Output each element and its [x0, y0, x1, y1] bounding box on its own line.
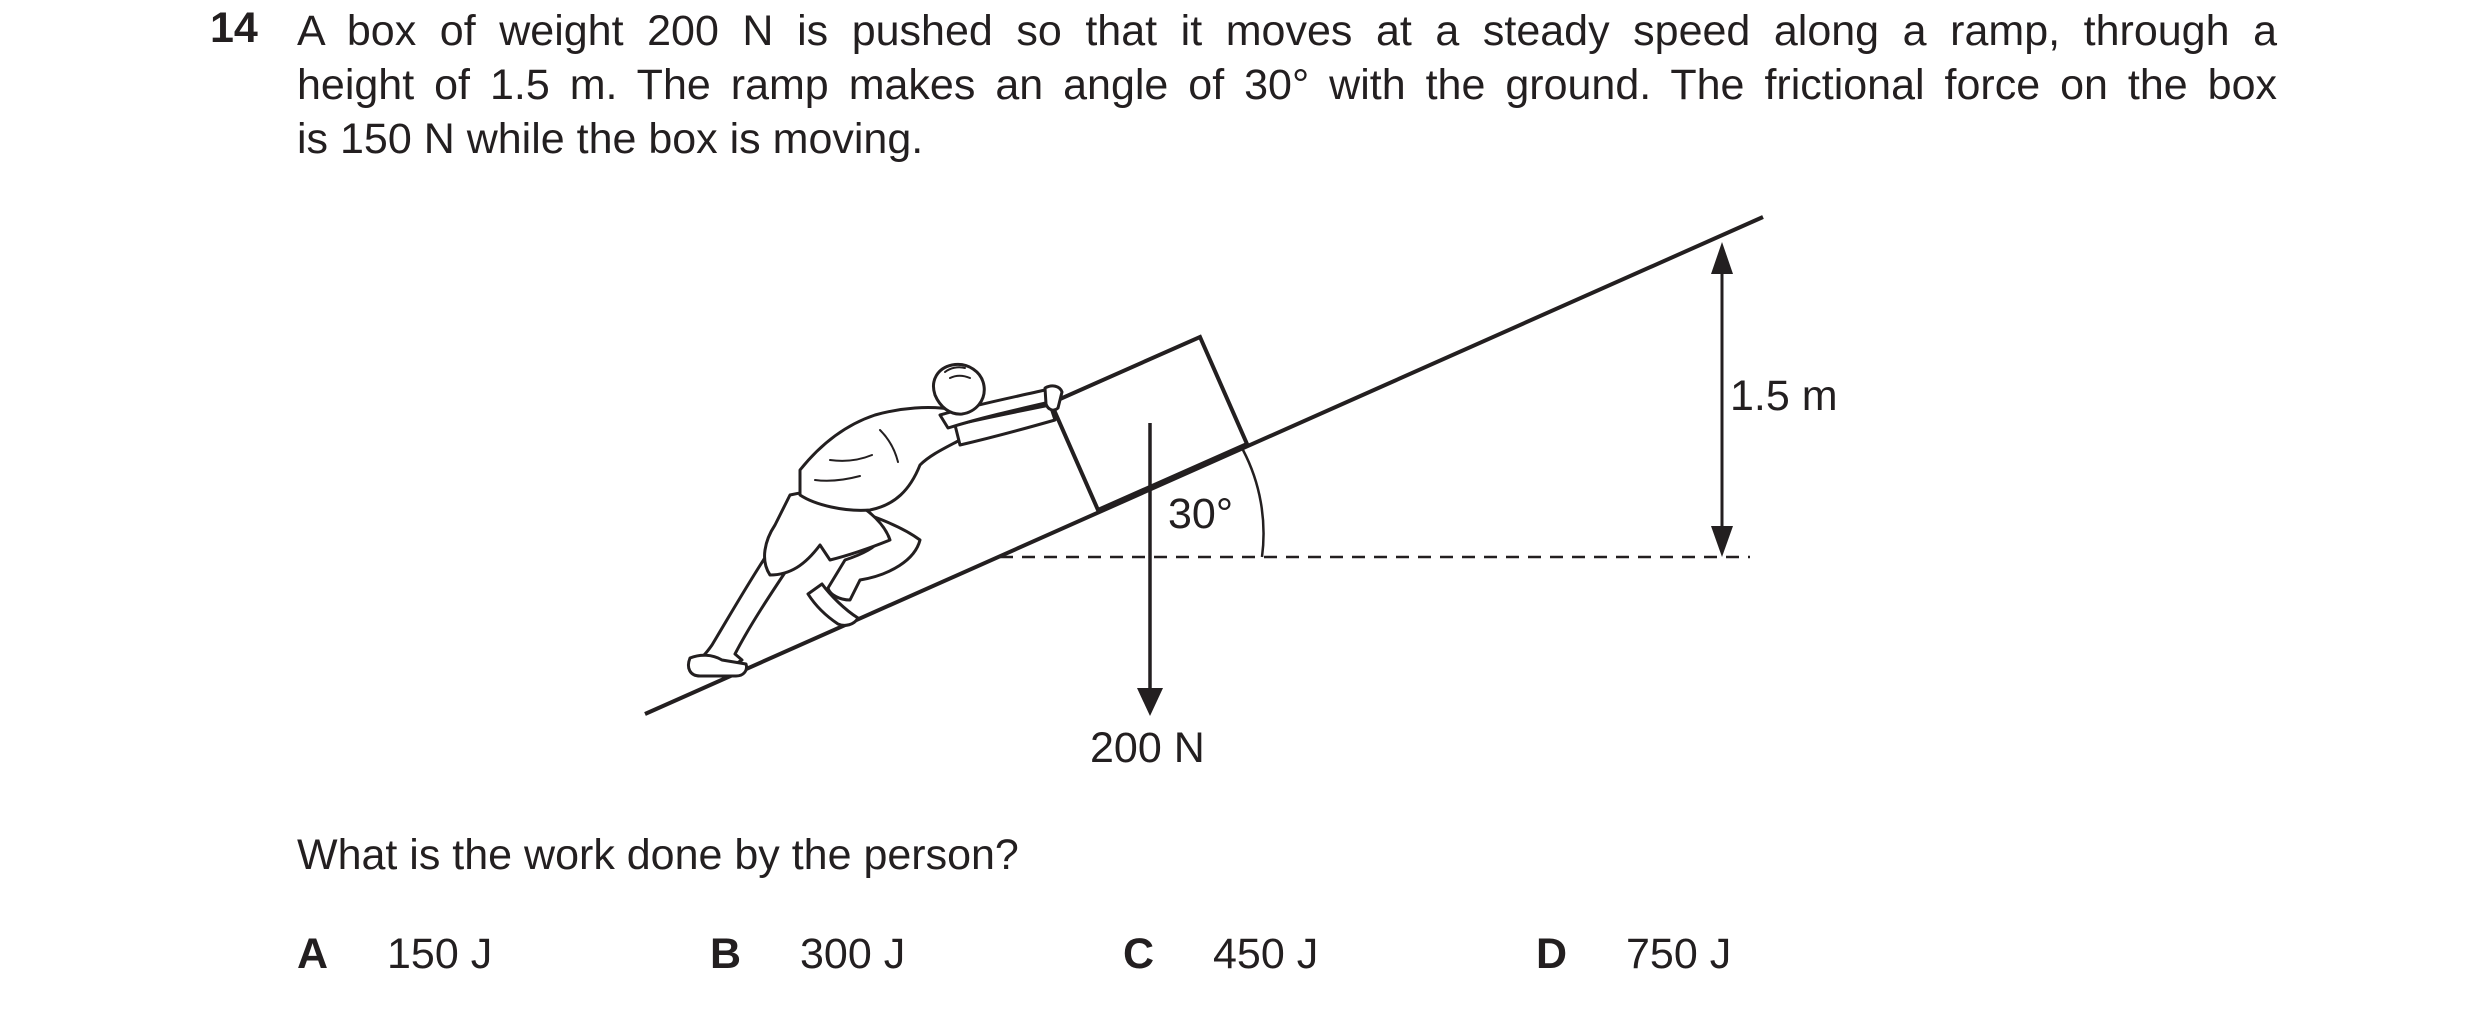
- option-a-letter: A: [297, 930, 329, 978]
- option-c-value: 450 J: [1213, 930, 1319, 978]
- stem-line-1: A box of weight 200 N is pushed so that …: [297, 7, 2277, 55]
- option-b-value: 300 J: [800, 930, 906, 978]
- option-c[interactable]: C 450 J: [1123, 930, 1318, 979]
- stem-line-2: height of 1.5 m. The ramp makes an angle…: [297, 61, 2277, 109]
- angle-arc: [1241, 449, 1265, 558]
- height-arrow-top: [1711, 242, 1733, 274]
- weight-label: 200 N: [1090, 724, 1205, 772]
- weight-arrow-head: [1137, 688, 1163, 716]
- person-pushing-illustration: [686, 362, 1064, 678]
- option-d-value: 750 J: [1626, 930, 1732, 978]
- question-number: 14: [210, 4, 258, 52]
- option-a-value: 150 J: [387, 930, 493, 978]
- height-label: 1.5 m: [1730, 372, 1838, 420]
- stem-line-3: is 150 N while the box is moving.: [297, 115, 924, 163]
- option-b[interactable]: B 300 J: [710, 930, 905, 979]
- option-c-letter: C: [1123, 930, 1155, 978]
- option-a[interactable]: A 150 J: [297, 930, 492, 979]
- option-d[interactable]: D 750 J: [1536, 930, 1731, 979]
- ramp-line: [644, 215, 1764, 716]
- height-arrow-bottom: [1711, 526, 1733, 557]
- option-b-letter: B: [710, 930, 742, 978]
- question-prompt: What is the work done by the person?: [297, 831, 1019, 879]
- angle-label: 30°: [1168, 490, 1233, 538]
- option-d-letter: D: [1536, 930, 1568, 978]
- question-stem: A box of weight 200 N is pushed so that …: [297, 4, 2277, 166]
